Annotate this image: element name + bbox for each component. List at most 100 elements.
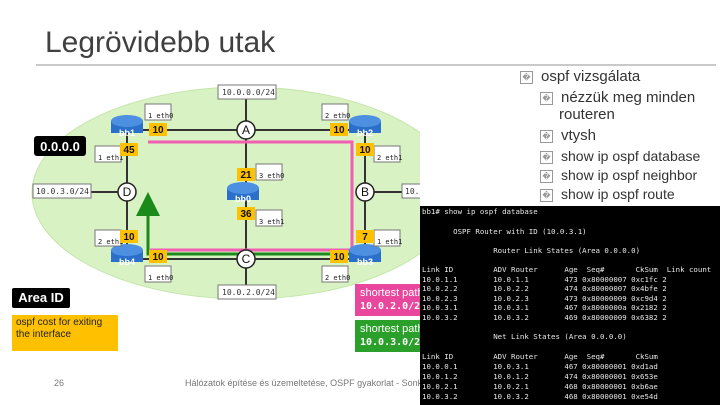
terminal-line: 10.0.1.1 10.0.1.1 473 0x80000007 0xc1fc … <box>422 275 667 284</box>
cost-box <box>120 230 138 243</box>
bullet-item: � ospf vizsgálata <box>520 68 640 85</box>
switch-c <box>236 249 256 269</box>
router-bb4: bb4 <box>111 244 143 267</box>
terminal-line: Router Link States (Area 0.0.0.0) <box>422 246 641 255</box>
cost-label: 21 <box>240 170 252 181</box>
terminal-line: 10.0.1.2 10.0.1.2 474 0x80000001 0x653e <box>422 372 658 381</box>
network-box <box>217 84 277 100</box>
bullet-marker-icon: � <box>540 91 553 105</box>
interface-label: 2 eth1 <box>98 238 123 246</box>
cost-box <box>330 250 348 263</box>
interface-label: 2 eth0 <box>325 112 350 120</box>
cost-box <box>356 230 374 243</box>
router-bb0: bb0 <box>227 182 259 204</box>
cost-box <box>237 207 255 220</box>
legend-cost: ospf cost for exiting the interface <box>12 315 118 351</box>
page-number: 26 <box>54 378 65 388</box>
router-label: bb2 <box>357 128 373 138</box>
terminal-line: 10.0.3.1 10.0.3.1 467 0x8000000a 0x2182 … <box>422 303 667 312</box>
terminal-line: Link ID ADV Router Age Seq# CkSum Link c… <box>422 265 712 274</box>
network-box <box>32 183 92 199</box>
slide-title: Legrövidebb utak <box>45 26 276 59</box>
terminal-line: OSPF Router with ID (10.0.3.1) <box>422 227 587 236</box>
terminal-line: bb1# show ip ospf database <box>422 207 538 216</box>
bullet-item: �show ip ospf database <box>540 148 700 165</box>
terminal-line: Net Link States (Area 0.0.0.0) <box>422 332 627 341</box>
router-label: bb4 <box>119 257 135 267</box>
interface-box <box>321 265 349 283</box>
terminal-window[interactable]: bb1# show ip ospf database OSPF Router w… <box>420 206 720 405</box>
bullet-text: ospf vizsgálata <box>541 68 641 85</box>
network-box <box>401 183 420 199</box>
shortest-path-value: 10.0.2.0/2 <box>360 301 421 312</box>
switch-a <box>236 120 256 140</box>
cost-label: 45 <box>123 145 135 156</box>
bullet-marker-icon: � <box>540 129 553 143</box>
bullet-item: � vtysh <box>540 127 596 144</box>
switch-label: B <box>361 185 369 199</box>
switch-b <box>355 182 375 202</box>
router-bb1: bb1 <box>111 115 143 138</box>
legend-shortest-path-pink: shortest path 10.0.2.0/2 <box>355 284 425 316</box>
bullet-continuation: routeren <box>559 106 615 123</box>
bullet-text: nézzük meg minden <box>561 89 696 106</box>
title-divider <box>36 64 716 66</box>
cost-box <box>149 250 167 263</box>
interface-label: 1 eth1 <box>377 238 402 246</box>
switch-label: A <box>242 123 250 137</box>
cost-label: 36 <box>240 209 252 220</box>
shortest-path-label: shortest path <box>360 323 424 335</box>
cost-label: 10 <box>152 125 164 136</box>
green-path <box>136 192 352 256</box>
legend-shortest-path-green: shortest path 10.0.3.0/2 <box>355 320 425 352</box>
cost-label: 10 <box>123 232 135 243</box>
interface-label: 3 eth1 <box>259 218 284 226</box>
interface-label: 3 eth0 <box>259 172 284 180</box>
network-label: 10.0.2.0/24 <box>222 288 275 297</box>
bullet-text: show ip ospf neighbor <box>561 167 698 183</box>
router-bb2: bb2 <box>349 115 381 138</box>
cost-label: 10 <box>333 252 345 263</box>
router-label: bb0 <box>235 194 251 204</box>
bullet-marker-icon: � <box>520 70 533 84</box>
terminal-line: 10.0.3.2 10.0.3.2 468 0x80000001 0xe54d <box>422 392 658 401</box>
cost-box <box>356 143 374 156</box>
cost-box <box>120 143 138 156</box>
interface-label: 1 eth0 <box>148 112 173 120</box>
terminal-line: 10.0.2.2 10.0.2.2 474 0x80000007 0x4bfe … <box>422 284 667 293</box>
footer-text: Hálózatok építése és üzemeltetése, OSPF … <box>185 378 420 388</box>
terminal-line: Link ID ADV Router Age Seq# CkSum <box>422 352 658 361</box>
interface-label: 1 eth1 <box>98 154 123 162</box>
network-box <box>217 284 277 300</box>
network-diagram: 10.0.0.0/24 10.0.1.0/24 10.0.2.0/24 10.0… <box>31 84 420 300</box>
interface-box <box>144 265 172 283</box>
cost-label: 10 <box>152 252 164 263</box>
cost-box <box>330 123 348 136</box>
router-label: bb3 <box>357 257 373 267</box>
network-label: 10.0.3.0/24 <box>36 187 89 196</box>
bullet-item: � show ip ospf neighbor <box>540 167 697 184</box>
interface-label: 2 eth1 <box>377 154 402 162</box>
cost-box <box>149 123 167 136</box>
network-label: 10.0.1.0/24 <box>405 187 420 196</box>
terminal-line: 10.0.0.1 10.0.3.1 467 0x80000001 0xd1ad <box>422 362 658 371</box>
cost-box <box>237 168 255 181</box>
area-id-badge <box>34 136 86 156</box>
bullet-marker-icon: � <box>540 188 553 202</box>
interface-box <box>255 163 283 181</box>
bullet-text: show ip ospf database <box>561 148 701 164</box>
cost-label: 7 <box>362 232 368 243</box>
interface-label: 1 eth0 <box>148 274 173 282</box>
cost-label: 10 <box>359 145 371 156</box>
switch-d <box>117 182 137 202</box>
switch-label: D <box>123 185 132 199</box>
terminal-line: 10.0.2.3 10.0.2.3 473 0x80000009 0xc9d4 … <box>422 294 667 303</box>
interface-box <box>255 209 283 227</box>
bullet-marker-icon: � <box>540 169 553 183</box>
switch-label: C <box>242 252 251 266</box>
router-bb3: bb3 <box>349 244 381 267</box>
pink-path <box>148 140 354 252</box>
interface-box <box>144 103 172 121</box>
interface-label: 2 eth0 <box>325 274 350 282</box>
bullet-text: vtysh <box>561 127 597 144</box>
